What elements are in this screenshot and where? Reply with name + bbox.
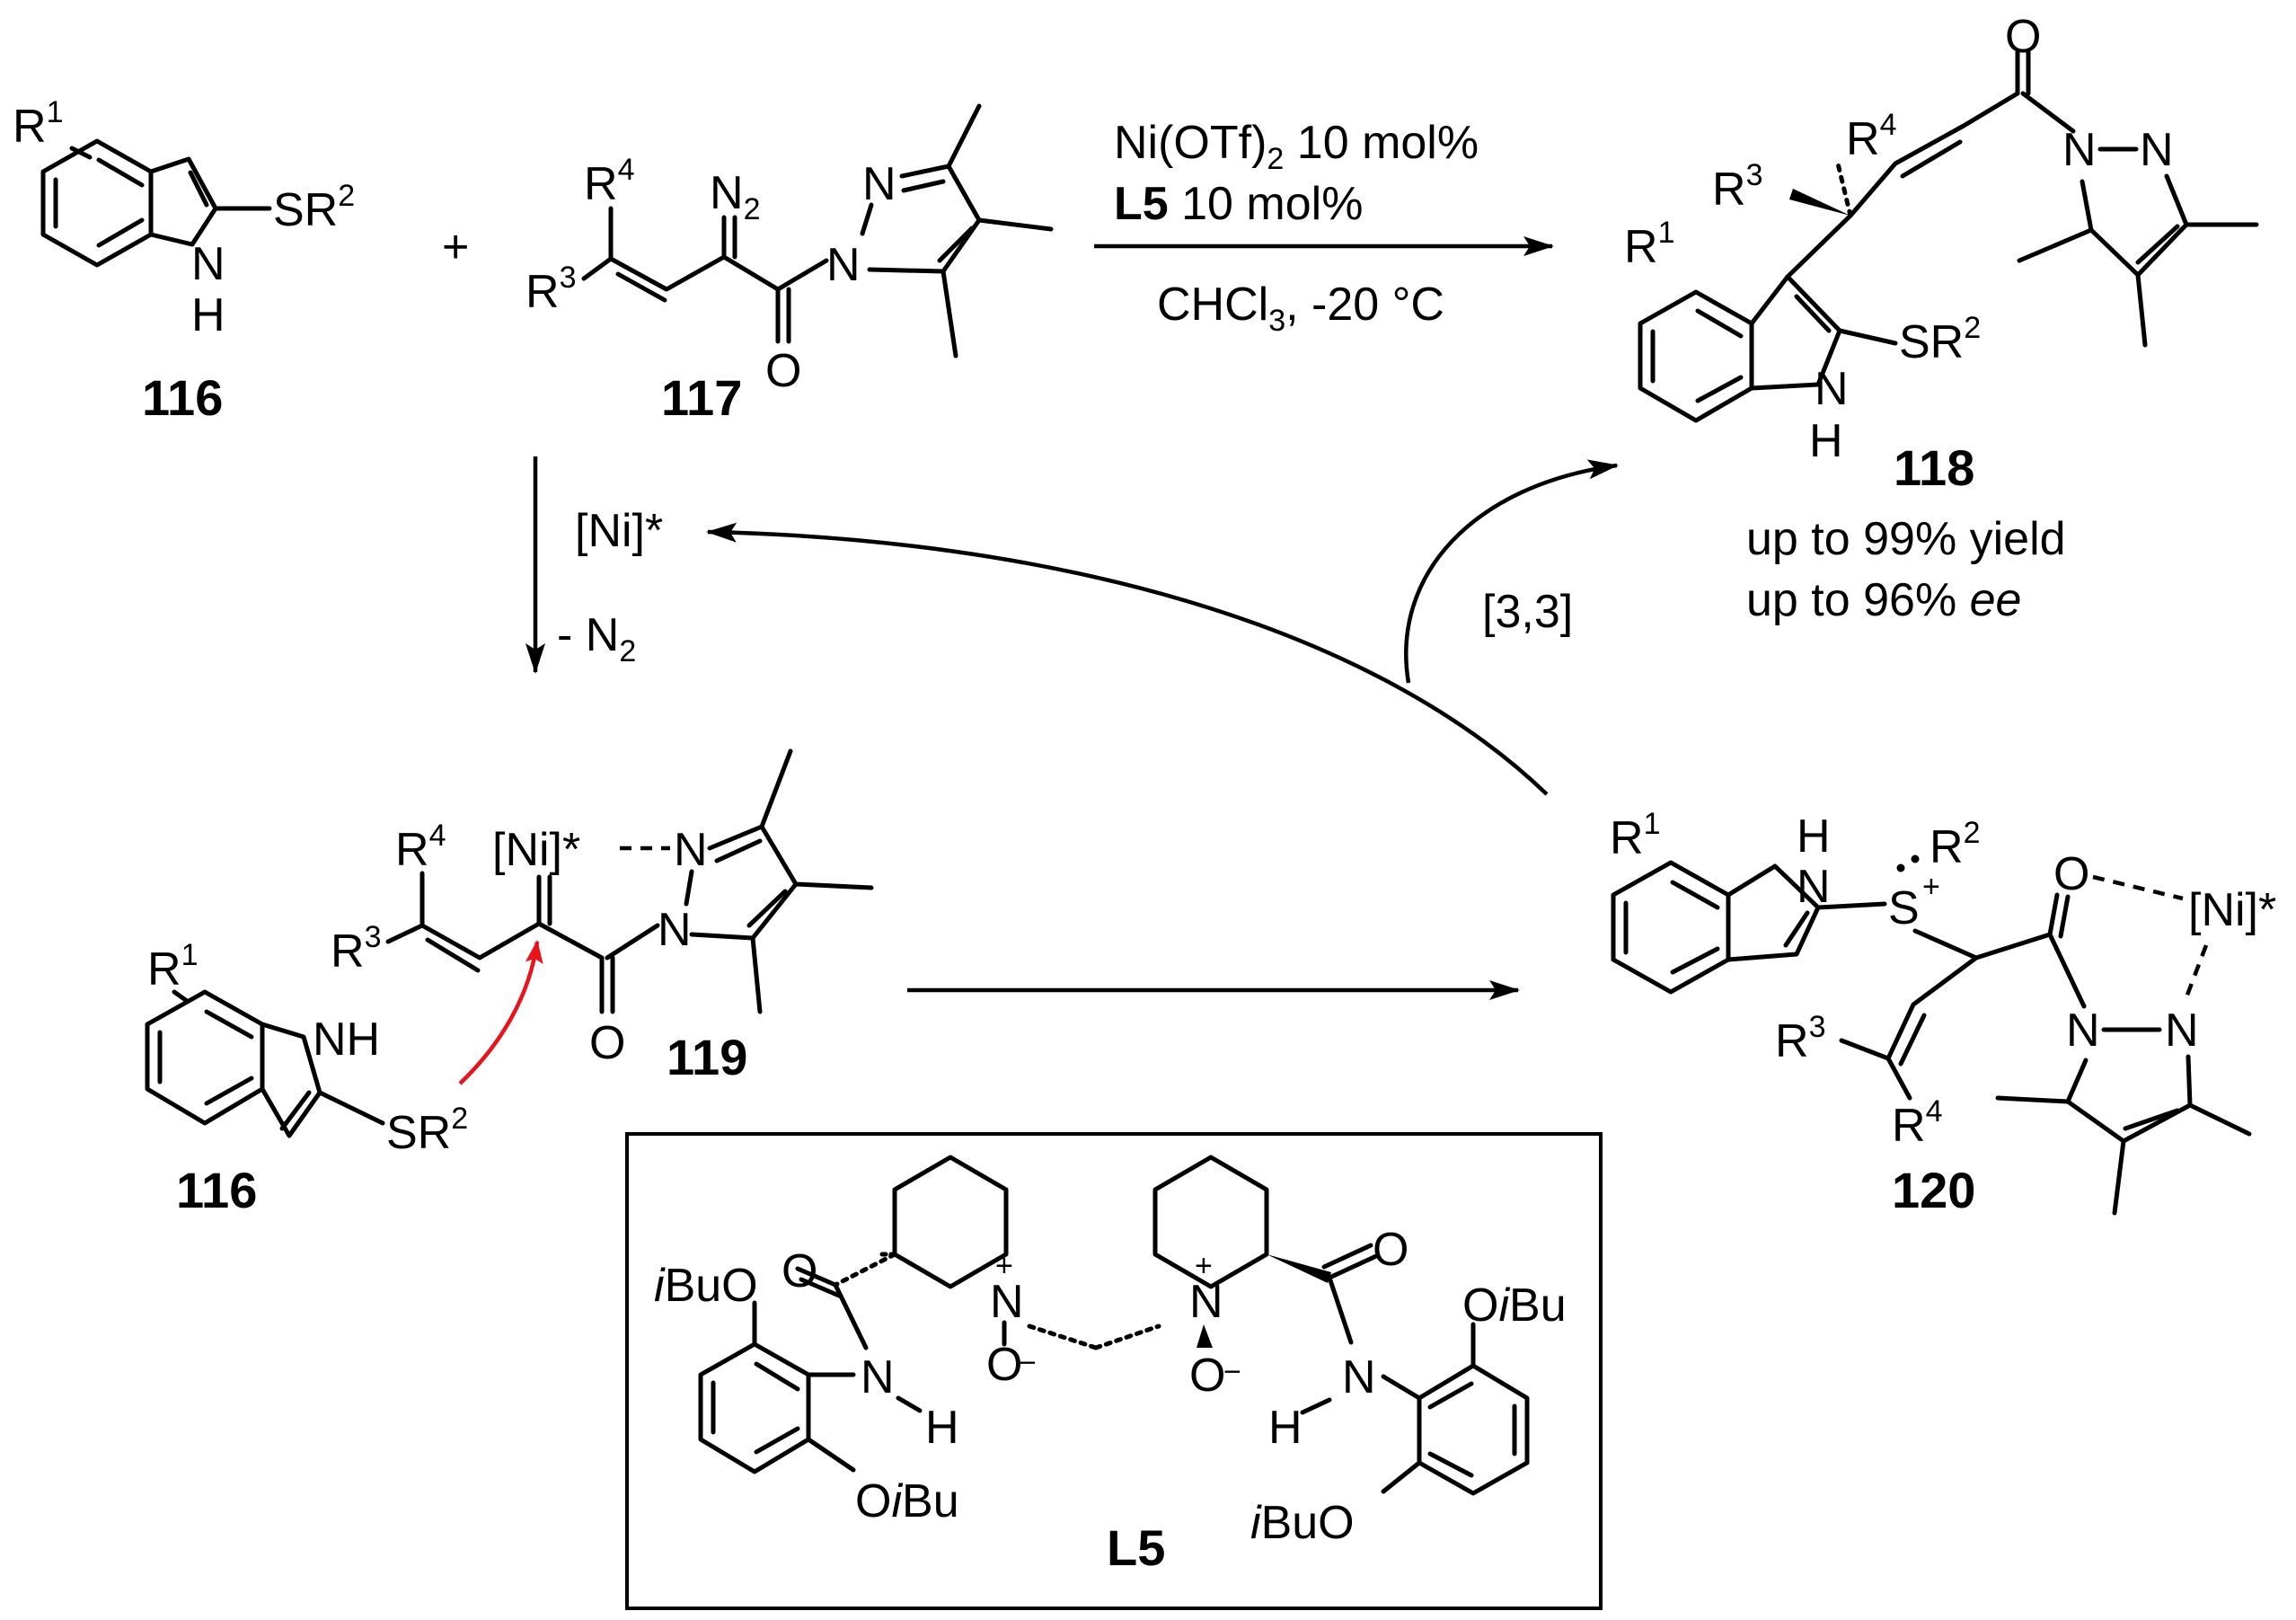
h-120: H [1797, 810, 1831, 863]
r4-118: R4 [1846, 108, 1896, 165]
n2-119: N [674, 824, 708, 876]
o-119: O [589, 1017, 625, 1069]
label-118: 118 [1894, 439, 1974, 496]
o-minus-right: − [1223, 1355, 1241, 1389]
r3-117: R3 [525, 261, 576, 318]
amide-h-right: H [1268, 1402, 1303, 1454]
amide-o-right: O [1373, 1224, 1409, 1276]
o-117: O [765, 345, 801, 397]
compound-116: SR2 N H R1 116 [13, 95, 355, 426]
amide-n-left: N [861, 1351, 895, 1403]
label-116: 116 [142, 369, 223, 426]
amide-h-left: H [925, 1402, 959, 1454]
ligand-l5-box: N + O − O N H iBuO OiBu N + O − O N [625, 1132, 1603, 1610]
r2-120: R2 [1930, 816, 1980, 873]
o-118: O [2005, 11, 2041, 63]
amide-o-left: O [782, 1245, 817, 1297]
oibu-left-bottom: OiBu [855, 1475, 959, 1527]
nh-n: N [191, 238, 225, 290]
r4-119: R4 [395, 819, 446, 876]
n2-loss-label: - N2 [557, 609, 636, 668]
label-120: 120 [1892, 1162, 1975, 1218]
catalyst-line: Ni(OTf)2 10 mol% [1114, 117, 1479, 176]
n1-119: N [658, 904, 692, 956]
nh-118: N [1815, 363, 1849, 415]
n1-117: N [826, 239, 861, 291]
r1-group: R1 [13, 95, 63, 153]
n1-120: N [2066, 1005, 2100, 1057]
n-plus-left: + [995, 1249, 1013, 1283]
rearrangement-label: [3,3] [1482, 586, 1573, 638]
nh-h: H [191, 289, 225, 341]
label-119: 119 [667, 1029, 747, 1085]
h-118: H [1809, 415, 1843, 467]
o-120: O [2053, 848, 2089, 900]
sulfonium-s: S [1888, 882, 1920, 934]
r4-117: R4 [584, 153, 634, 210]
ee-text: up to 96% ee [1746, 574, 2021, 626]
yield-text: up to 99% yield [1746, 513, 2066, 565]
ligand-label: L5 [1107, 1519, 1165, 1576]
amide-n-right: N [1342, 1351, 1376, 1403]
compound-118: SR2 N H R1 R4 R3 O N N 118 [1624, 11, 2259, 496]
r1-116b: R1 [147, 938, 198, 996]
n2-118: N [2140, 124, 2174, 176]
rearrangement-arrow [1404, 459, 1619, 684]
oibu-right-top: OiBu [1462, 1279, 1567, 1332]
o-left-l5: O [986, 1339, 1022, 1391]
r3-119: R3 [331, 920, 381, 978]
oibu-left-top: iBuO [654, 1260, 758, 1312]
n2-120: N [2165, 1005, 2199, 1057]
ylide-intermediate-120: N H R1 S + R2 O [Ni]* R3 R4 N N 120 [1610, 807, 2276, 1218]
plus-sign: + [442, 221, 469, 273]
o-minus-left: − [1019, 1346, 1037, 1380]
n-plus-right: + [1195, 1249, 1213, 1283]
nucleophilic-attack-arrow [458, 940, 543, 1085]
ni-catalyst-120: [Ni]* [2188, 884, 2276, 936]
sr-group: SR2 [273, 179, 355, 236]
r3-118: R3 [1712, 158, 1762, 216]
n-120: N [1797, 861, 1831, 913]
n2-pz-117: N [862, 158, 896, 210]
sr-116b: SR2 [386, 1102, 468, 1159]
solvent-line: CHCl3, -20 °C [1157, 279, 1444, 338]
catalyst-return-arrow [706, 522, 1549, 796]
r1-118: R1 [1624, 216, 1674, 273]
n2-117: N2 [710, 167, 760, 226]
n-right-l5: N [1189, 1276, 1223, 1328]
oibu-right-bottom: iBuO [1250, 1497, 1355, 1549]
sr-118: SR2 [1899, 311, 1981, 368]
ligand-frame [625, 1132, 1603, 1610]
n1-118: N [2062, 124, 2097, 176]
label-116b: 116 [176, 1162, 257, 1218]
r4-120: R4 [1892, 1094, 1942, 1152]
ligand-line: L5 10 mol% [1114, 178, 1363, 230]
n-left-l5: N [990, 1276, 1024, 1328]
carbene-intermediate-119: R4 R3 [Ni]* O N N 119 NH SR2 R1 116 [145, 748, 874, 1218]
ni-catalyst-119: [Ni]* [492, 824, 580, 876]
compound-117: R4 R3 N2 O N N 117 [525, 103, 1054, 426]
r1-120: R1 [1610, 807, 1660, 864]
label-117: 117 [661, 369, 742, 426]
r3-120: R3 [1775, 1010, 1825, 1067]
nh-116b: NH [313, 1014, 380, 1066]
s-plus: + [1922, 870, 1940, 904]
selectivity-results: up to 99% yield up to 96% ee [1746, 513, 2066, 626]
carbene-formation-arrow: [Ni]* - N2 [525, 456, 663, 674]
o-right-l5: O [1189, 1350, 1225, 1402]
catalyst-label: [Ni]* [575, 505, 663, 557]
reaction-conditions: Ni(OTf)2 10 mol% L5 10 mol% CHCl3, -20 °… [1094, 117, 1554, 338]
